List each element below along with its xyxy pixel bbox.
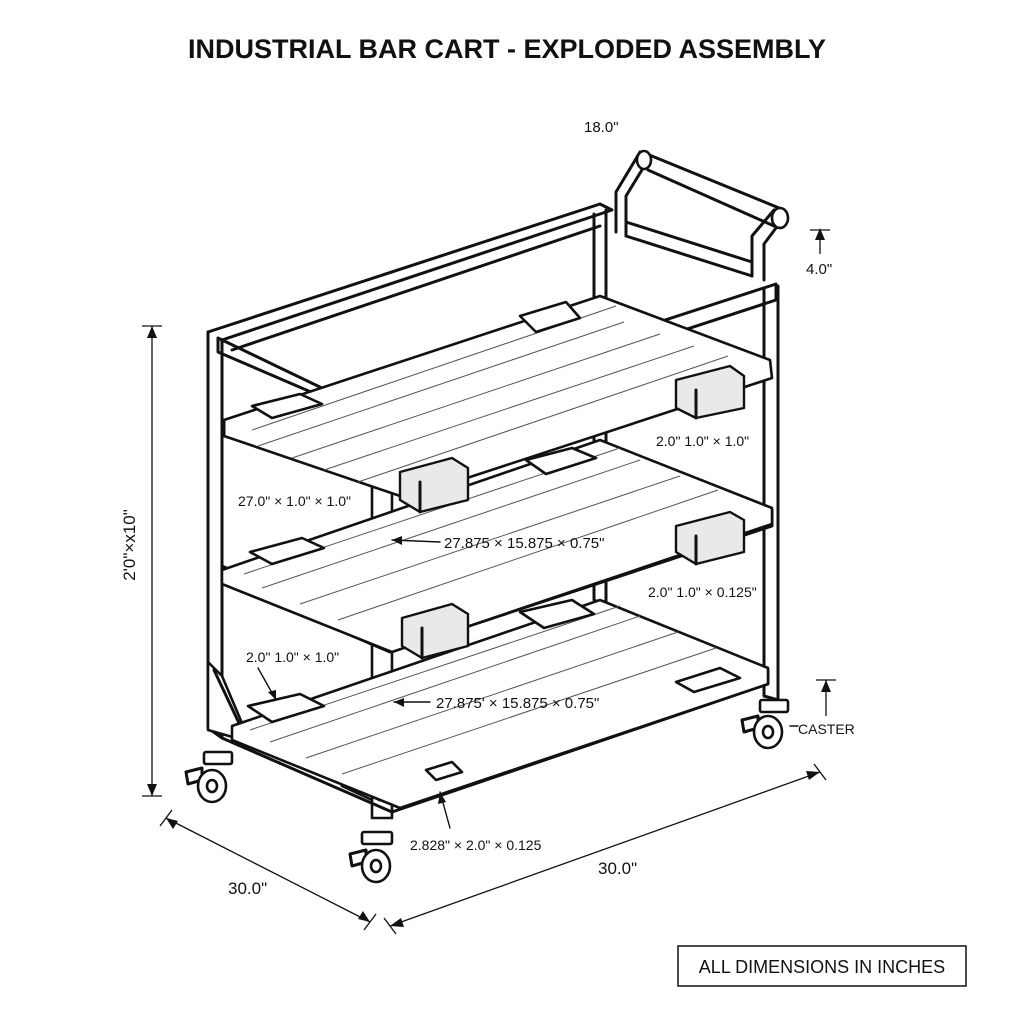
depth-label: 30.0" [228,879,267,898]
gusset-callout: 2.828" × 2.0" × 0.125 [410,837,542,853]
upper-bracket-callout: 2.0" 1.0" × 1.0" [656,433,749,449]
mounting-plates [246,300,746,782]
push-handle [614,149,790,282]
units-note: ALL DIMENSIONS IN INCHES [677,945,967,987]
dimension-lines [142,228,836,935]
top-shelf [222,294,774,500]
drawing-title: INDUSTRIAL BAR CART - EXPLODED ASSEMBLY [188,34,826,64]
top-rail-callout: 27.0" × 1.0" × 1.0" [238,493,351,509]
handle-width-label: 18.0" [584,119,619,136]
caster-rear-left [184,750,234,804]
length-label: 30.0" [598,859,637,878]
middle-shelf-callout: 27.875 × 15.875 × 0.75" [444,535,604,552]
caster-front-left [348,830,394,884]
units-note-text: ALL DIMENSIONS IN INCHES [699,957,945,977]
overall-height-label: 2'0"×x10" [120,509,139,581]
caster-front-right [740,698,790,750]
bottom-shelf [230,598,770,810]
handle-height-label: 4.0" [806,261,832,278]
lower-bracket-callout: 2.0" 1.0" × 1.0" [246,649,339,665]
bottom-shelf-callout: 27.875' × 15.875 × 0.75" [436,695,599,712]
caster-callout: CASTER [798,721,855,737]
mid-plate-callout: 2.0" 1.0" × 0.125" [648,584,757,600]
